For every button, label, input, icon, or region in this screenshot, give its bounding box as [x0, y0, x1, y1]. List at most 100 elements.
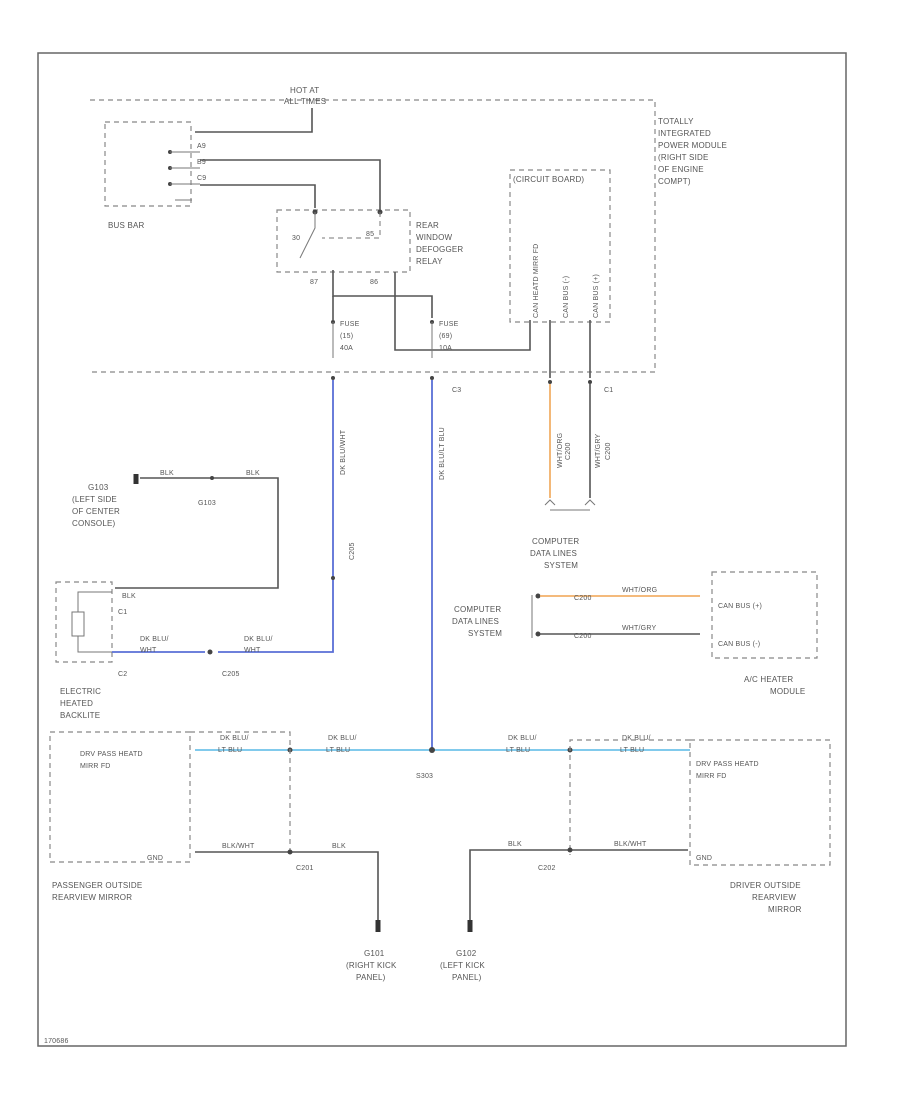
svg-text:WHT/GRY: WHT/GRY: [595, 434, 602, 468]
svg-text:BLK: BLK: [332, 843, 346, 850]
svg-text:CAN BUS (+): CAN BUS (+): [593, 274, 600, 318]
wire-dk-blu-wht-defogger: [218, 380, 334, 653]
svg-text:DATA LINES: DATA LINES: [530, 549, 577, 558]
svg-text:REARVIEW: REARVIEW: [752, 893, 796, 902]
svg-text:POWER MODULE: POWER MODULE: [658, 141, 727, 150]
svg-text:SYSTEM: SYSTEM: [468, 629, 502, 638]
computer-data-lines-left-label: COMPUTER DATA LINES SYSTEM: [452, 605, 502, 638]
connector-c205-vertical: C205: [331, 542, 356, 580]
connector-c205: C205: [207, 649, 240, 678]
svg-text:CAN BUS (+): CAN BUS (+): [718, 603, 762, 610]
svg-text:FUSE: FUSE: [340, 321, 360, 328]
svg-text:DATA LINES: DATA LINES: [452, 617, 499, 626]
svg-text:G102: G102: [456, 949, 477, 958]
svg-text:10A: 10A: [439, 345, 452, 352]
svg-text:DK BLU/: DK BLU/: [140, 636, 169, 643]
tipm-enclosure: [90, 99, 656, 373]
svg-text:FUSE: FUSE: [439, 321, 459, 328]
svg-text:OF CENTER: OF CENTER: [72, 507, 120, 516]
g103-label: G103 (LEFT SIDE OF CENTER CONSOLE): [72, 483, 120, 528]
svg-text:87: 87: [310, 279, 318, 286]
svg-text:C200: C200: [574, 633, 592, 640]
svg-text:GND: GND: [696, 855, 712, 862]
svg-text:REAR: REAR: [416, 221, 439, 230]
rear-window-defogger-relay: [276, 209, 411, 273]
svg-text:HEATED: HEATED: [60, 699, 93, 708]
svg-text:DK BLU/: DK BLU/: [244, 636, 273, 643]
svg-text:DK BLU/: DK BLU/: [220, 735, 249, 742]
svg-text:COMPT): COMPT): [658, 177, 691, 186]
driver-mirror-label: DRIVER OUTSIDE REARVIEW MIRROR: [730, 881, 802, 914]
svg-text:CAN BUS (-): CAN BUS (-): [718, 641, 760, 648]
svg-text:ALL TIMES: ALL TIMES: [284, 97, 326, 106]
svg-text:PASSENGER OUTSIDE: PASSENGER OUTSIDE: [52, 881, 142, 890]
svg-text:WINDOW: WINDOW: [416, 233, 453, 242]
svg-text:SYSTEM: SYSTEM: [544, 561, 578, 570]
svg-text:BLK/WHT: BLK/WHT: [614, 841, 647, 848]
g103-ground: BLK BLK G103: [115, 470, 279, 589]
svg-text:LT BLU: LT BLU: [218, 747, 242, 754]
computer-data-lines-top-label: COMPUTER DATA LINES SYSTEM: [530, 537, 579, 570]
svg-text:BLK: BLK: [160, 470, 174, 477]
g101-label: G101 (RIGHT KICK PANEL): [346, 949, 397, 982]
relay-contacts: 30 85 87 86: [292, 209, 383, 286]
svg-text:(LEFT SIDE: (LEFT SIDE: [72, 495, 117, 504]
svg-text:GND: GND: [147, 855, 163, 862]
ac-heater-label: A/C HEATER MODULE: [744, 675, 805, 696]
connector-c3: C3: [331, 376, 461, 394]
svg-text:A/C HEATER: A/C HEATER: [744, 675, 793, 684]
splice-s303: S303: [416, 747, 435, 780]
svg-text:(69): (69): [439, 333, 452, 340]
svg-text:C205: C205: [222, 671, 240, 678]
svg-text:WHT/ORG: WHT/ORG: [622, 587, 657, 594]
relay-label: REAR WINDOW DEFOGGER RELAY: [416, 221, 463, 266]
svg-text:C3: C3: [452, 387, 461, 394]
svg-text:CAN BUS (-): CAN BUS (-): [563, 276, 570, 318]
dk-blu-lt-blu-labels: DK BLU/ LT BLU DK BLU/ LT BLU DK BLU/ LT…: [218, 735, 651, 754]
svg-text:MIRROR: MIRROR: [768, 905, 802, 914]
svg-text:C9: C9: [197, 175, 206, 182]
svg-text:(RIGHT SIDE: (RIGHT SIDE: [658, 153, 709, 162]
svg-text:C200: C200: [574, 595, 592, 602]
svg-text:REARVIEW MIRROR: REARVIEW MIRROR: [52, 893, 132, 902]
svg-text:LT BLU: LT BLU: [620, 747, 644, 754]
bus-bar-label: BUS BAR: [108, 221, 145, 230]
svg-text:30: 30: [292, 235, 300, 242]
backlite-label: ELECTRIC HEATED BACKLITE: [60, 687, 101, 720]
bus-bar-box: [104, 121, 192, 207]
svg-text:RELAY: RELAY: [416, 257, 443, 266]
svg-text:DRV PASS HEATD: DRV PASS HEATD: [80, 751, 143, 758]
diagram-border: [37, 52, 847, 1047]
fuse-10a: FUSE (69) 10A: [430, 320, 459, 358]
backlite-element-icon: [71, 591, 112, 653]
svg-text:DRV PASS HEATD: DRV PASS HEATD: [696, 761, 759, 768]
svg-text:G101: G101: [364, 949, 385, 958]
driver-mirror-box: [689, 739, 831, 866]
svg-text:MIRR FD: MIRR FD: [80, 763, 111, 770]
svg-text:DK BLU/: DK BLU/: [622, 735, 651, 742]
svg-text:TOTALLY: TOTALLY: [658, 117, 694, 126]
dk-blu-wht-labels: DK BLU/ WHT DK BLU/ WHT: [140, 636, 273, 654]
svg-text:HOT AT: HOT AT: [290, 86, 319, 95]
tipm-label: TOTALLY INTEGRATED POWER MODULE (RIGHT S…: [658, 117, 727, 186]
figure-code: 170686: [44, 1038, 69, 1045]
svg-text:BLK: BLK: [122, 593, 136, 600]
passenger-mirror-box: [49, 731, 191, 863]
passenger-mirror-label: PASSENGER OUTSIDE REARVIEW MIRROR: [52, 881, 142, 902]
svg-text:DEFOGGER: DEFOGGER: [416, 245, 463, 254]
svg-text:BLK/WHT: BLK/WHT: [222, 843, 255, 850]
electric-heated-backlite: [55, 581, 113, 663]
hot-at-all-times-label: HOT AT ALL TIMES: [284, 86, 326, 106]
svg-text:C201: C201: [296, 865, 314, 872]
bus-bar-terminals: A9 B9 C9: [168, 143, 206, 201]
svg-text:G103: G103: [88, 483, 109, 492]
svg-text:C205: C205: [349, 542, 356, 560]
svg-text:WHT/GRY: WHT/GRY: [622, 625, 656, 632]
svg-text:BLK: BLK: [246, 470, 260, 477]
svg-text:A9: A9: [197, 143, 206, 150]
svg-text:LT BLU: LT BLU: [506, 747, 530, 754]
svg-text:B9: B9: [197, 159, 206, 166]
svg-text:C1: C1: [604, 387, 613, 394]
ac-heater-module: [711, 571, 818, 659]
